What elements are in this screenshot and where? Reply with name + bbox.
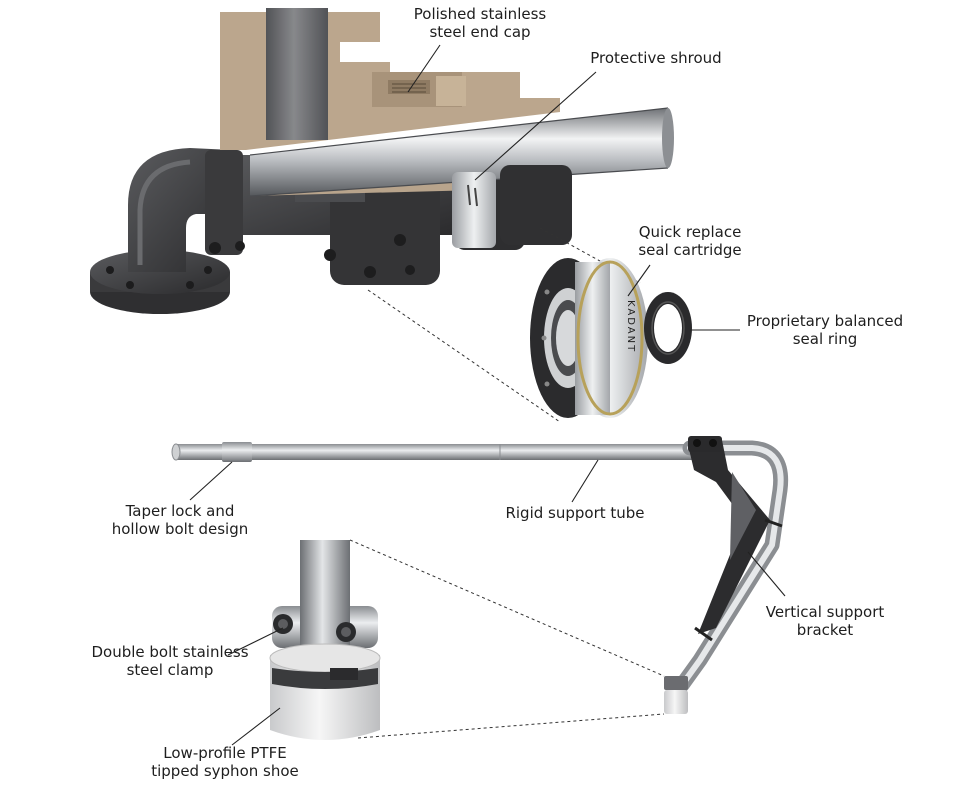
support-tube [171,442,695,462]
label-clamp-line2: steel clamp [126,661,214,679]
label-syphon-shoe-line1: Low-profile PTFE [163,744,287,762]
leader-clamp [227,627,284,656]
label-taper-lock: Taper lock and hollow bolt design [95,502,265,538]
leader-seal-cartridge [627,264,651,297]
label-taper-lock-line2: hollow bolt design [111,520,249,538]
rotary-joint [90,8,674,314]
label-seal-cartridge: Quick replace seal cartridge [620,223,760,259]
label-seal-cartridge-line2: seal cartridge [638,241,742,259]
label-vertical-bracket: Vertical support bracket [755,603,895,639]
leader-vertical-bracket [747,551,786,597]
label-seal-ring: Proprietary balanced seal ring [735,312,915,348]
label-taper-lock-line1: Taper lock and [125,502,235,520]
leader-lines [189,44,786,746]
projection-lines-cartridge [367,227,641,423]
seal-ring [644,292,692,364]
leader-end-cap [407,44,441,93]
label-syphon-shoe-line2: tipped syphon shoe [151,762,299,780]
small-syphon-shoe [664,676,688,714]
label-seal-cartridge-line1: Quick replace [638,223,742,241]
leader-shroud [474,71,597,181]
label-end-cap-line2: steel end cap [429,23,531,41]
label-seal-ring-line2: seal ring [792,330,858,348]
label-syphon-shoe: Low-profile PTFE tipped syphon shoe [140,744,310,780]
leader-taper-lock [189,461,233,501]
label-vertical-bracket-line1: Vertical support [765,603,885,621]
seal-shroud [452,165,572,248]
double-bolt-clamp [272,606,378,648]
syphon-shoe-detail [269,540,381,740]
label-shroud-line1: Protective shroud [590,49,722,67]
label-support-tube: Rigid support tube [495,504,655,522]
outlet-pipe [266,8,328,140]
label-clamp-line1: Double bolt stainless [91,643,249,661]
label-end-cap: Polished stainless steel end cap [400,5,560,41]
label-seal-ring-line1: Proprietary balanced [746,312,904,330]
elbow-pipe [674,440,789,693]
label-vertical-bracket-line2: bracket [796,621,854,639]
vertical-bracket [688,436,783,642]
cartridge-brand-text: KADANT [625,300,636,353]
label-clamp: Double bolt stainless steel clamp [80,643,260,679]
seal-cartridge: KADANT [530,258,648,418]
label-support-tube-line1: Rigid support tube [505,504,645,522]
projection-lines-shoe [349,539,665,739]
siphon-assembly [171,436,789,714]
label-end-cap-line1: Polished stainless [413,5,547,23]
label-shroud: Protective shroud [576,49,736,67]
leader-support-tube [571,459,599,503]
leader-syphon-shoe [231,707,281,746]
